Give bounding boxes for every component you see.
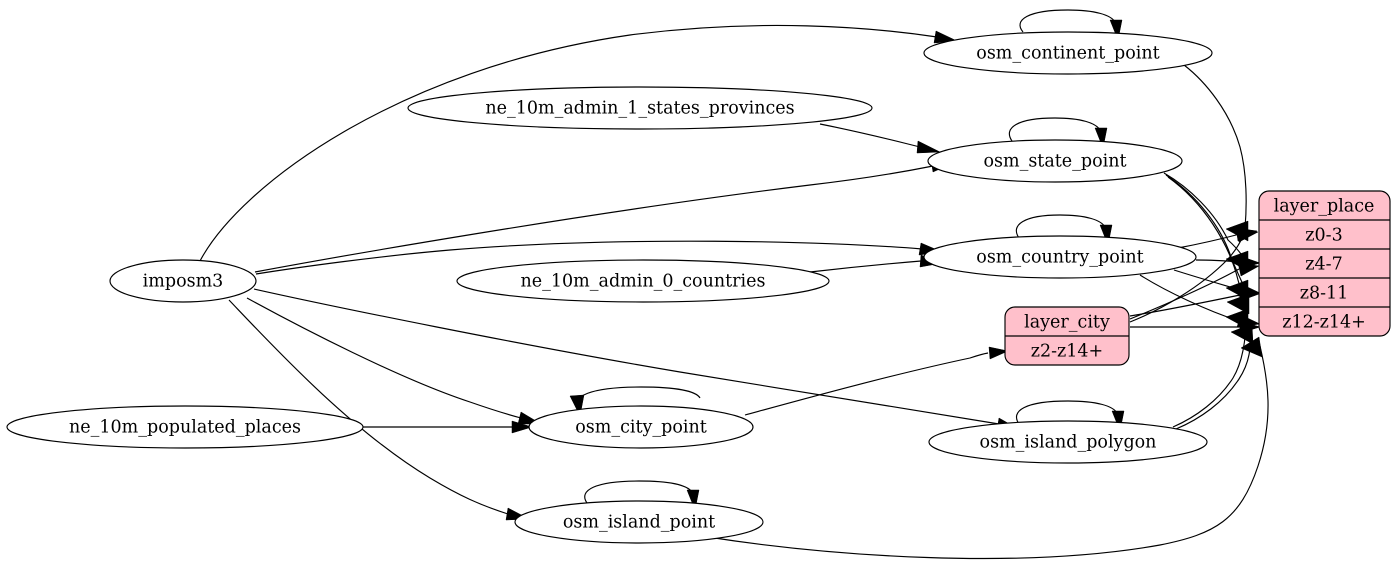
node-osm_state_point-label: osm_state_point (983, 152, 1126, 172)
layer_city-row-z2-z14plus[interactable]: z2-z14+ (1031, 342, 1103, 362)
node-osm_country_point[interactable]: osm_country_point (923, 235, 1197, 279)
node-layer: imposm3 ne_10m_admin_1_states_provinces … (6, 31, 1391, 544)
layer_city-title: layer_city (1024, 313, 1110, 333)
edge-layer_city-to-layer_place-z0-3 (1129, 229, 1259, 323)
edge-osm_state_point-to-layer_place-z8-11 (1165, 174, 1249, 301)
node-osm_continent_point[interactable]: osm_continent_point (923, 31, 1213, 75)
node-osm_city_point-label: osm_city_point (575, 418, 707, 438)
edge-osm_island_point-to-layer_place-z12-z14plus (707, 336, 1269, 560)
edge-imposm3-to-osm_continent_point (199, 24, 958, 262)
edge-osm_island_polygon-to-layer_place-z12-z14plus (1175, 323, 1254, 430)
node-osm_island_point[interactable]: osm_island_point (514, 500, 764, 544)
node-osm_city_point[interactable]: osm_city_point (528, 405, 754, 449)
node-ne_10m_admin_1_states_provinces-label: ne_10m_admin_1_states_provinces (485, 99, 794, 119)
node-osm_island_point-label: osm_island_point (563, 513, 715, 533)
node-ne_10m_admin_0_countries-label: ne_10m_admin_0_countries (521, 272, 766, 292)
node-imposm3-label: imposm3 (143, 272, 224, 292)
layer_place-row-z0-3[interactable]: z0-3 (1305, 226, 1342, 246)
edge-osm_city_point-to-layer_city-z2-z14plus (744, 346, 1009, 416)
edge-ne_10m_admin_1_states_provinces-to-osm_state_point (819, 123, 941, 154)
edge-osm_continent_point-to-layer_place-z0-3 (1183, 64, 1249, 242)
edge-ne_10m_admin_0_countries-to-osm_country_point (809, 254, 943, 273)
layer_place-row-z8-11[interactable]: z8-11 (1300, 284, 1349, 304)
node-layer_place[interactable]: layer_place z0-3 z4-7 z8-11 z12-z14+ (1258, 190, 1391, 337)
node-layer_city[interactable]: layer_city z2-z14+ (1004, 306, 1130, 366)
node-osm_island_polygon[interactable]: osm_island_polygon (928, 420, 1208, 464)
node-ne_10m_admin_0_countries[interactable]: ne_10m_admin_0_countries (456, 259, 830, 303)
node-osm_country_point-label: osm_country_point (976, 248, 1143, 268)
node-osm_state_point[interactable]: osm_state_point (927, 139, 1183, 183)
layer_place-row-z4-7[interactable]: z4-7 (1305, 255, 1342, 275)
edge-ne_10m_populated_places-to-osm_city_point (363, 420, 533, 434)
node-osm_island_polygon-label: osm_island_polygon (980, 433, 1157, 453)
edge-osm_island_polygon-to-layer_place-z8-11 (1172, 293, 1250, 428)
node-imposm3[interactable]: imposm3 (109, 259, 257, 303)
layer_place-row-z12-z14plus[interactable]: z12-z14+ (1282, 313, 1366, 333)
edge-imposm3-to-osm_state_point (254, 159, 954, 273)
node-ne_10m_populated_places-label: ne_10m_populated_places (69, 418, 301, 438)
node-ne_10m_admin_1_states_provinces[interactable]: ne_10m_admin_1_states_provinces (407, 86, 873, 130)
node-ne_10m_populated_places[interactable]: ne_10m_populated_places (6, 405, 364, 449)
edge-imposm3-to-osm_city_point (246, 297, 542, 425)
node-osm_continent_point-label: osm_continent_point (976, 44, 1159, 64)
layer_place-title: layer_place (1274, 197, 1375, 217)
